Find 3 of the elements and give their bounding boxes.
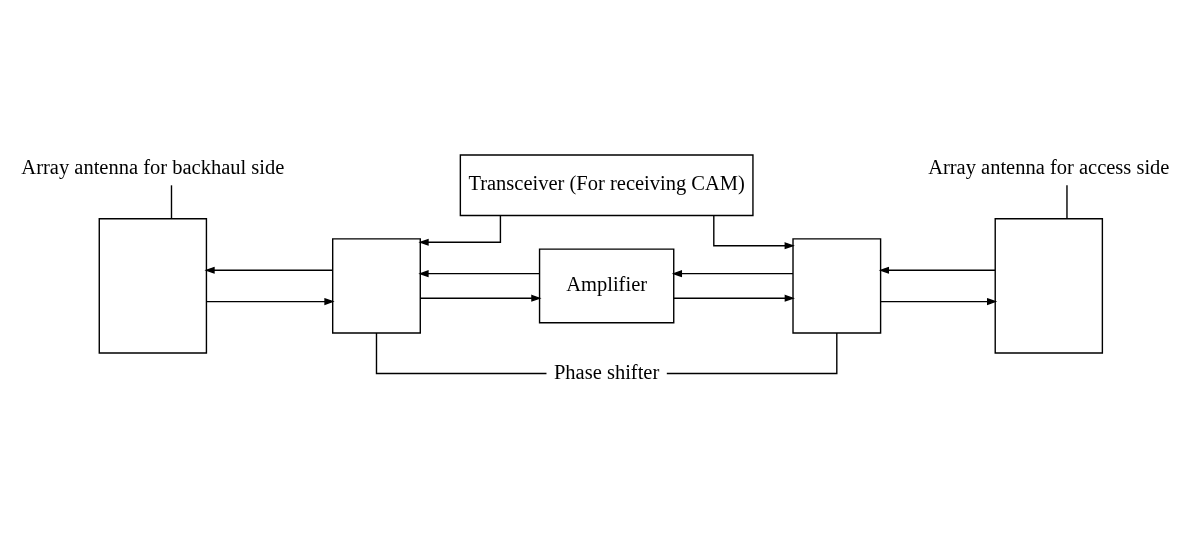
node-text: Array antenna for access side — [928, 155, 1170, 178]
node-text: Phase shifter — [553, 360, 660, 383]
node-text: Array antenna for backhaul side — [21, 155, 285, 178]
